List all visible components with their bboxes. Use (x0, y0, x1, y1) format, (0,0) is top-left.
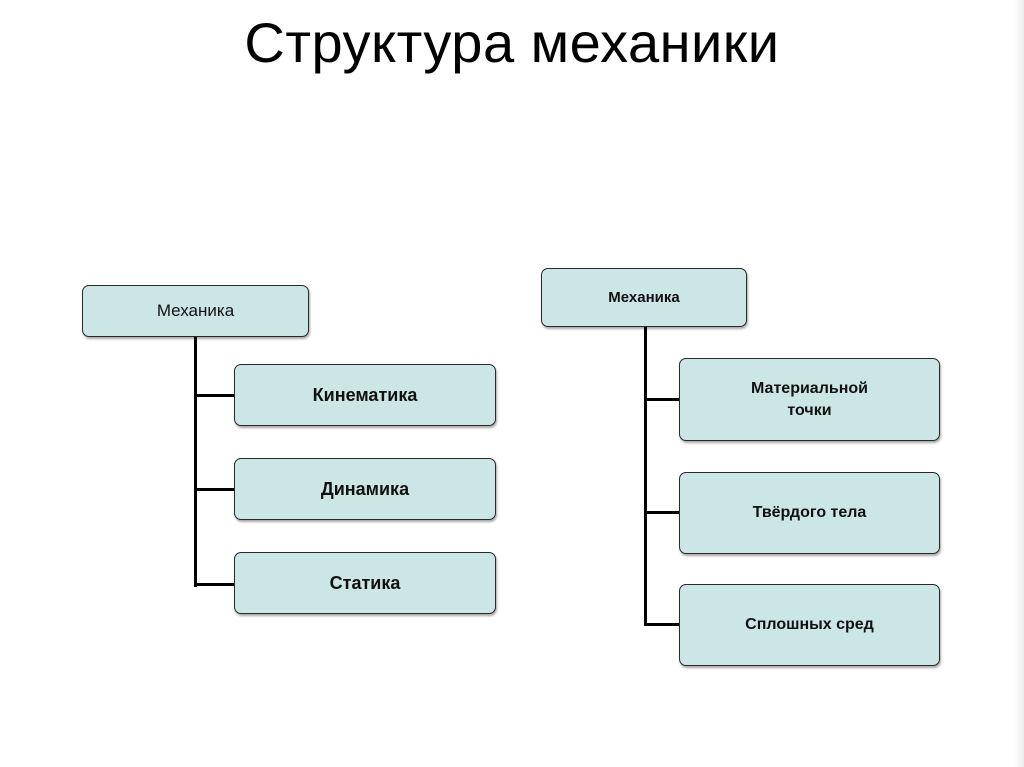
node-label: Статика (329, 572, 401, 593)
left-tree-branch-connector (194, 394, 234, 397)
right-tree-branch-connector (644, 398, 679, 401)
node-label: Твёрдого тела (752, 504, 867, 521)
node-label: Кинематика (312, 384, 418, 405)
node-label: Механика (608, 289, 680, 306)
left-tree-root-node: Механика (82, 285, 309, 337)
left-tree-branch-connector (194, 488, 234, 491)
right-tree-branch-connector (644, 623, 679, 626)
right-tree-root-node: Механика (541, 268, 747, 327)
slide-title: Структура механики (244, 11, 780, 74)
right-tree-branch-connector (644, 511, 679, 514)
node-label: Динамика (320, 478, 410, 499)
left-tree-trunk-connector (194, 337, 197, 587)
left-tree-branch-connector (194, 583, 234, 586)
node-label: Механика (156, 301, 235, 320)
right-tree-child-node-material-point: Материальной точки (679, 358, 940, 441)
node-label: Материальной точки (751, 379, 868, 419)
slide-edge-shadow (1014, 0, 1024, 767)
node-label: Сплошных сред (745, 616, 874, 633)
right-tree-child-node-continuum: Сплошных сред (679, 584, 940, 666)
left-tree-child-node-kinematics: Кинематика (234, 364, 496, 426)
right-tree-trunk-connector (644, 327, 647, 626)
left-tree-child-node-dynamics: Динамика (234, 458, 496, 520)
right-tree-child-node-rigid-body: Твёрдого тела (679, 472, 940, 554)
left-tree-child-node-statics: Статика (234, 552, 496, 614)
